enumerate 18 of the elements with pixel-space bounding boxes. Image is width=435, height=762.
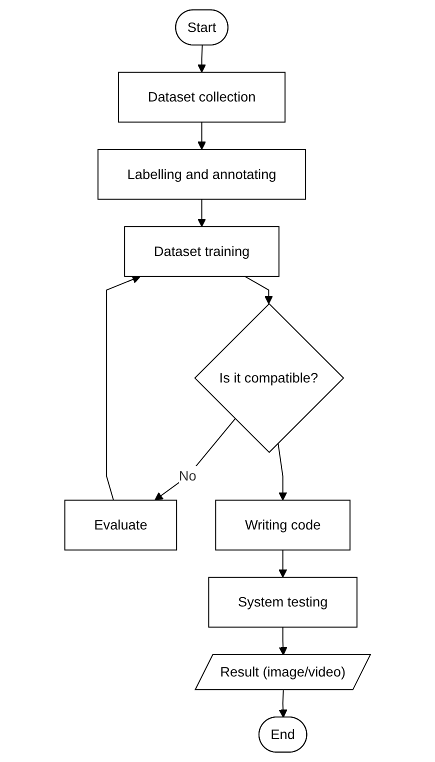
edge-label: No	[178, 468, 196, 484]
arrow	[244, 276, 273, 304]
node-diamond: Is it compatible?	[194, 303, 344, 454]
node-box: System testing	[208, 576, 358, 628]
arrow	[278, 550, 288, 578]
arrow	[197, 44, 206, 73]
arrow	[197, 122, 206, 150]
node-box: Dataset training	[124, 226, 280, 277]
node-box: Dataset collection	[118, 72, 286, 123]
arrow	[154, 418, 236, 501]
arrow	[278, 690, 288, 718]
arrow	[278, 626, 288, 656]
arrow	[106, 275, 141, 501]
node-box: Evaluate	[64, 500, 177, 551]
arrow	[197, 198, 206, 227]
node-box: Writing code	[215, 500, 350, 551]
node-box: Labelling and annotating	[97, 148, 306, 200]
arrow	[277, 442, 288, 501]
